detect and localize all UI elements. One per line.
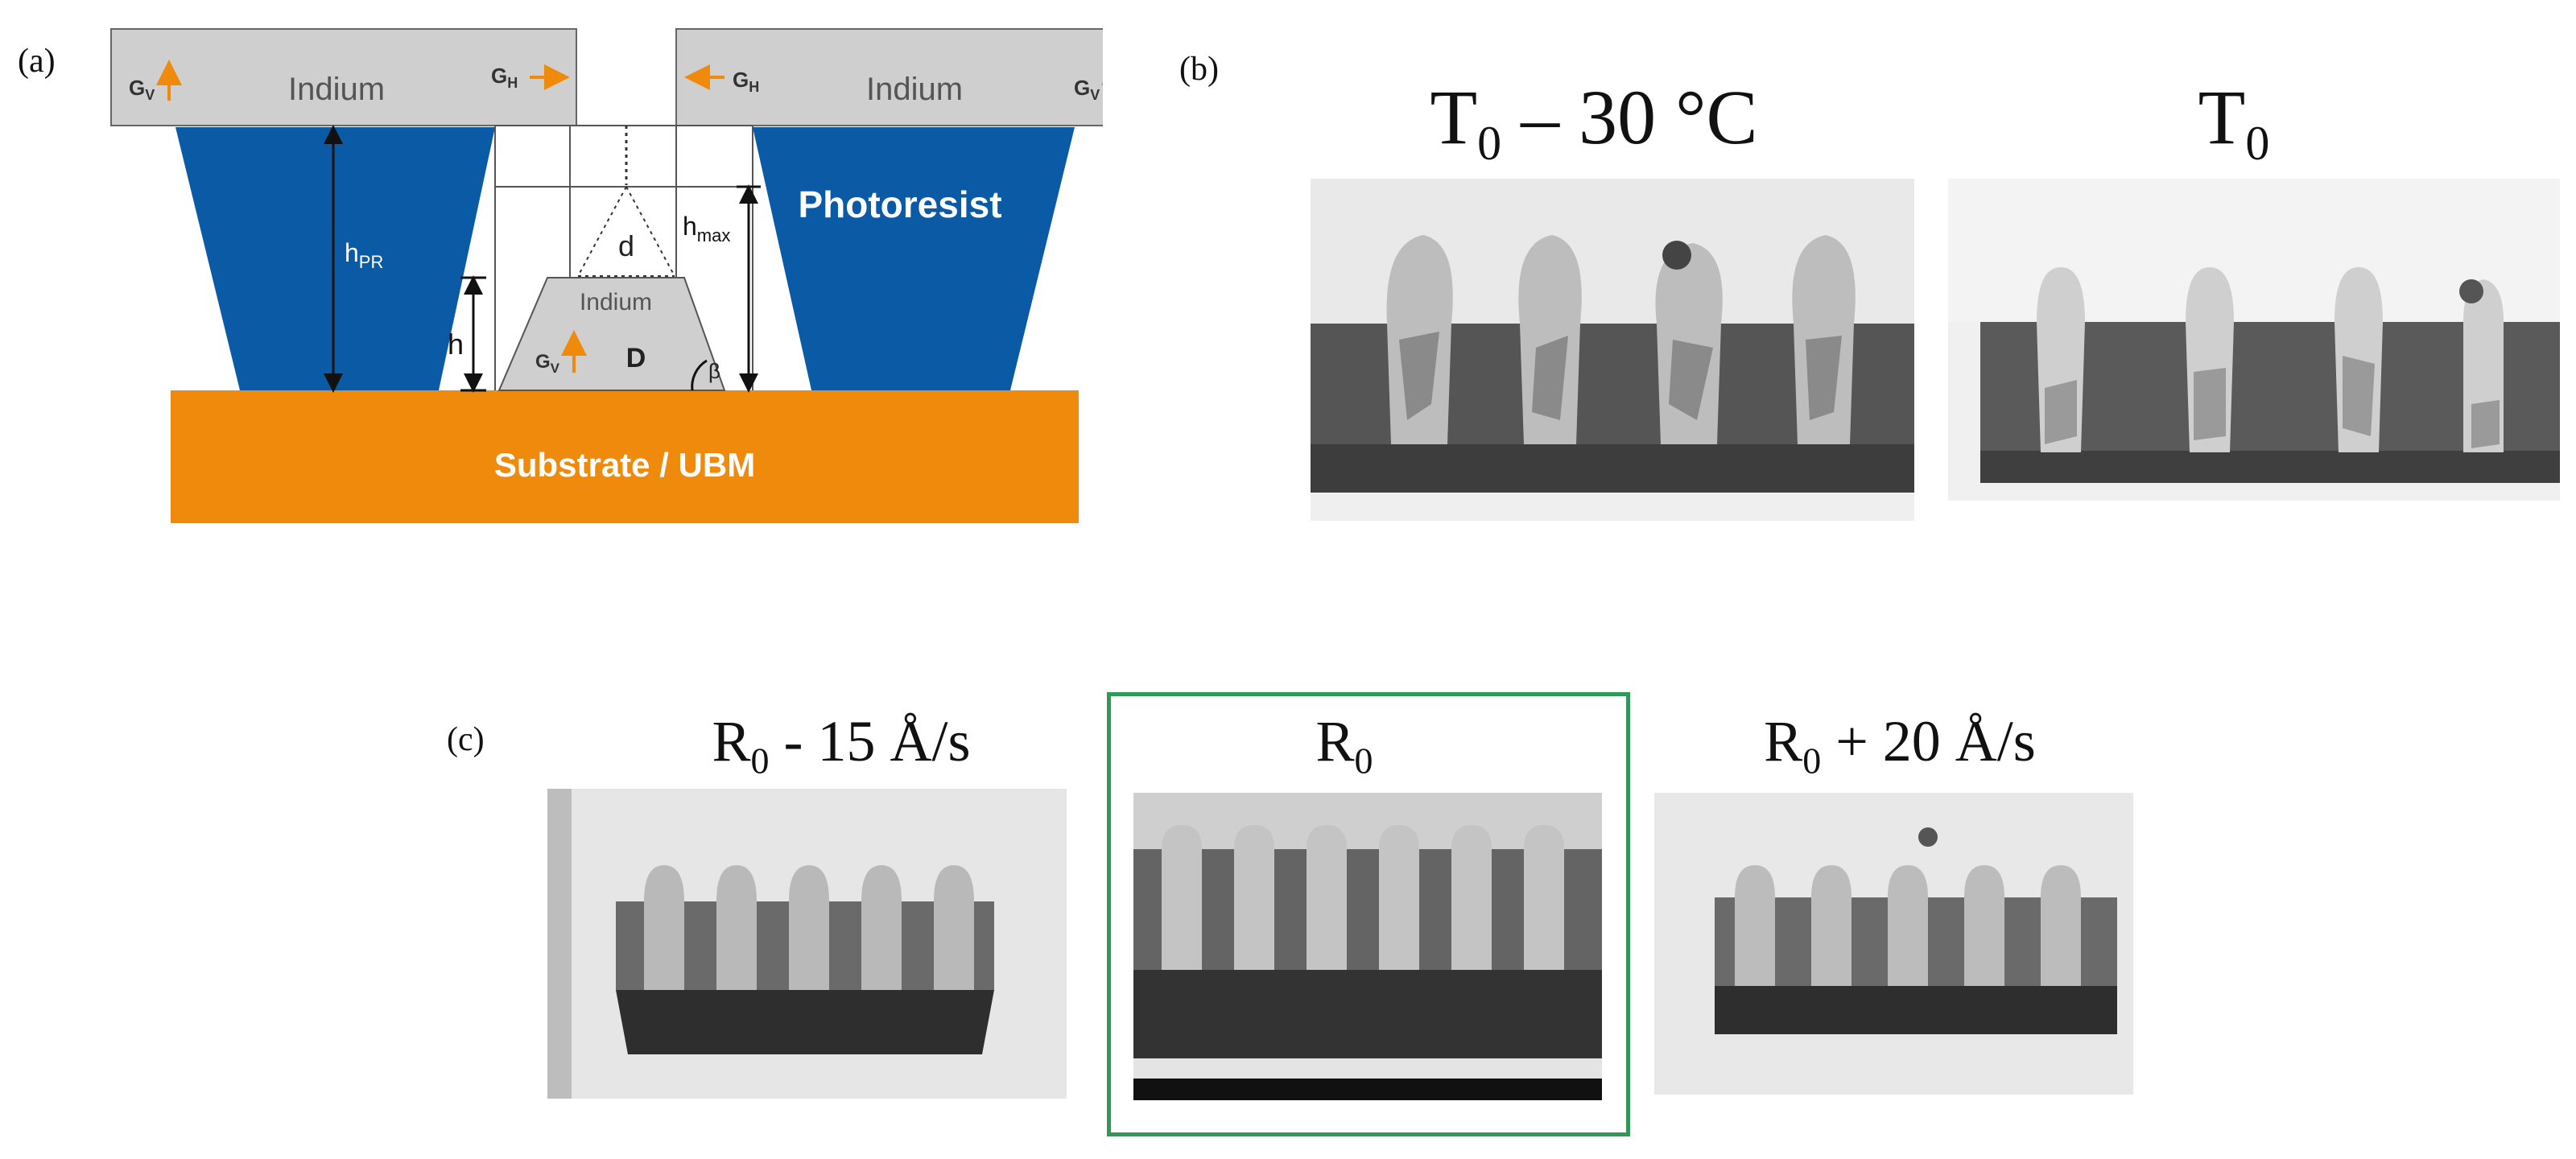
gh-label-right: GH [733, 68, 759, 95]
deposition-schematic: Substrate / UBM Photoresist Indium Indiu… [110, 28, 1103, 523]
indium-deposit [497, 277, 726, 391]
sem-title-c1: R0 - 15 Å/s [712, 709, 971, 782]
gv-label-deposit: GV [535, 351, 560, 376]
sem-title-b2: T0 [2198, 74, 2270, 171]
D-label: D [626, 343, 646, 373]
gv-label-right: GV [1074, 76, 1100, 103]
panel-label-c: (c) [447, 721, 485, 758]
beta-label: β [708, 359, 720, 383]
gh-label-left: GH [491, 64, 518, 91]
gv-label-left: GV [129, 76, 155, 103]
panel-label-b: (b) [1179, 51, 1219, 88]
sem-image-c1 [547, 789, 1067, 1099]
substrate-layer [171, 390, 1079, 523]
highlight-frame [1107, 692, 1630, 1136]
photoresist-label: Photoresist [798, 184, 1001, 225]
indium-label-right: Indium [866, 72, 963, 107]
d-label: d [618, 229, 634, 262]
sem-image-c3 [1654, 793, 2133, 1095]
indium-label-center: Indium [580, 289, 652, 316]
h-label: h [448, 328, 464, 361]
indium-label-left: Indium [288, 72, 385, 107]
sem-title-c3: R0 + 20 Å/s [1764, 709, 2036, 782]
indium-plate-left [110, 28, 577, 126]
panel-label-a: (a) [18, 43, 56, 80]
photoresist-right [753, 127, 1075, 390]
indium-plate-right [675, 28, 1103, 126]
sem-title-b1: T0 – 30 °C [1430, 74, 1758, 171]
substrate-label: Substrate / UBM [494, 446, 755, 484]
sem-image-b1 [1311, 179, 1914, 521]
sem-title-c2: R0 [1315, 709, 1373, 782]
hpr-label: hPR [345, 238, 383, 272]
sem-image-c2 [1133, 793, 1602, 1100]
sem-image-b2 [1948, 179, 2560, 501]
hmax-label: hmax [683, 212, 730, 245]
